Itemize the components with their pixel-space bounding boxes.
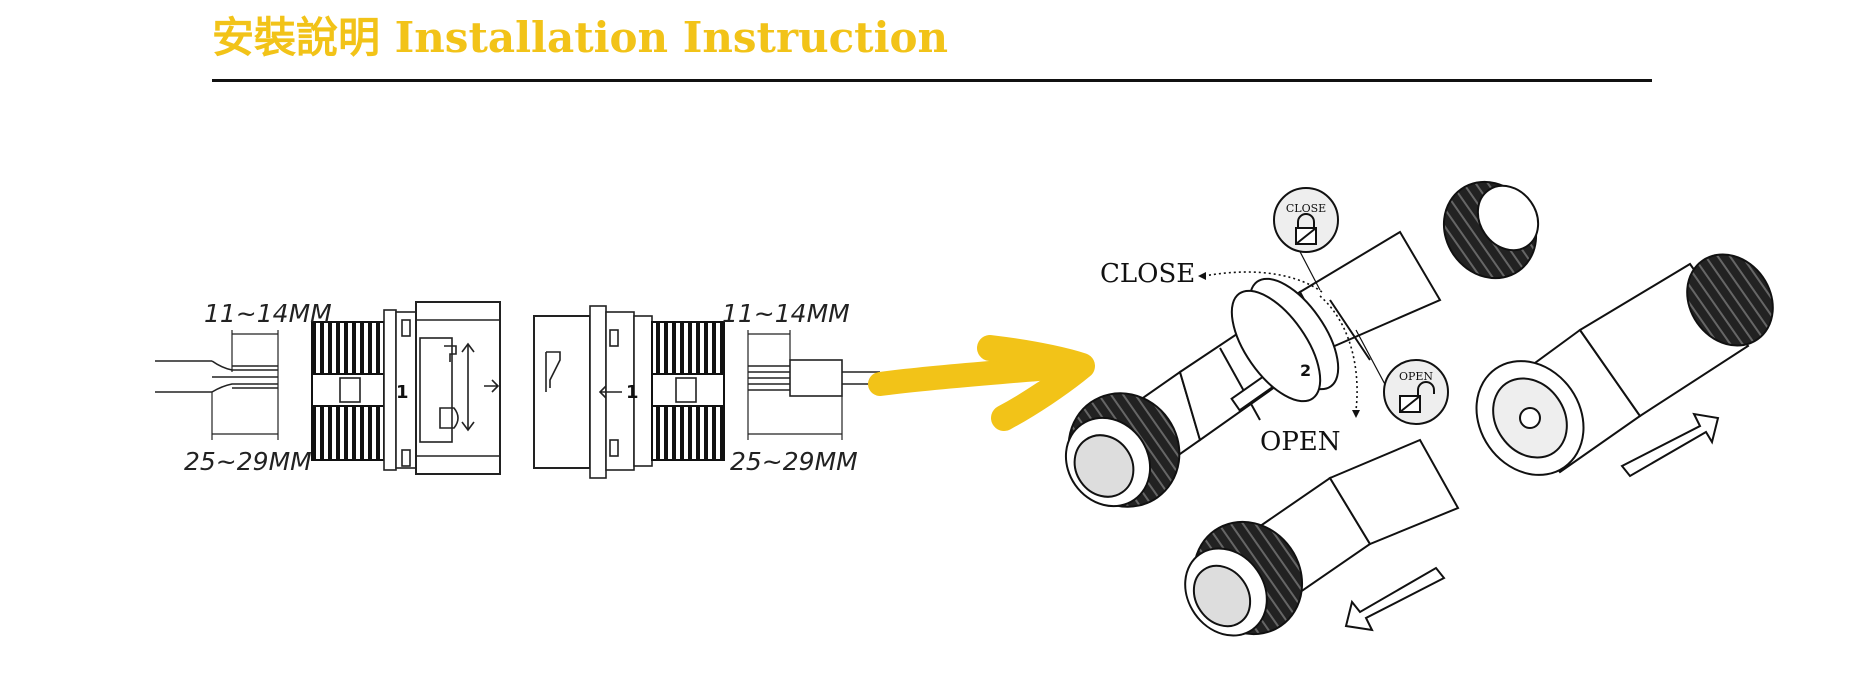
separated-connector-right: [1475, 253, 1774, 476]
left-dimension-lines: [211, 330, 279, 440]
title-underline: [212, 79, 1652, 82]
yellow-arrow-icon: [868, 335, 1095, 431]
separated-connector-left: [1184, 438, 1460, 637]
separate-arrow-up-right-icon: [1620, 412, 1720, 478]
coupling-mark-right: 1: [626, 382, 639, 403]
left-cable: [155, 360, 278, 393]
assembled-connector: 2: [1064, 180, 1540, 508]
close-label: CLOSE: [1100, 259, 1195, 289]
right-connector-half: 1: [533, 305, 725, 479]
right-total-length: 25~29MM: [730, 447, 858, 476]
right-strip-length: 11~14MM: [722, 299, 850, 328]
coupling-mark-left: 1: [396, 382, 409, 403]
wire-assembly-diagram: 1 1: [155, 301, 880, 479]
left-connector-half: 1: [311, 301, 501, 475]
open-badge-text: OPEN: [1399, 370, 1433, 383]
open-rotation-arc: [1319, 295, 1358, 411]
right-dimension-lines: [747, 330, 843, 440]
right-cable: [748, 359, 880, 397]
locked-padlock-icon: [1295, 213, 1317, 245]
close-badge-text: CLOSE: [1286, 202, 1326, 215]
close-badge: CLOSE: [1273, 187, 1339, 253]
open-label: OPEN: [1260, 427, 1341, 457]
left-strip-length: 11~14MM: [204, 299, 332, 328]
open-arc-arrowhead: [1352, 410, 1360, 418]
open-badge: OPEN: [1383, 359, 1449, 425]
separate-arrow-down-left-icon: [1344, 566, 1446, 632]
close-arc-arrowhead: [1198, 272, 1206, 280]
left-total-length: 25~29MM: [184, 447, 312, 476]
open-callout-line: [1355, 329, 1389, 391]
unlocked-padlock-icon: [1399, 381, 1435, 413]
ring-mark: 2: [1300, 361, 1311, 380]
page-title: 安裝說明 Installation Instruction: [212, 13, 949, 62]
